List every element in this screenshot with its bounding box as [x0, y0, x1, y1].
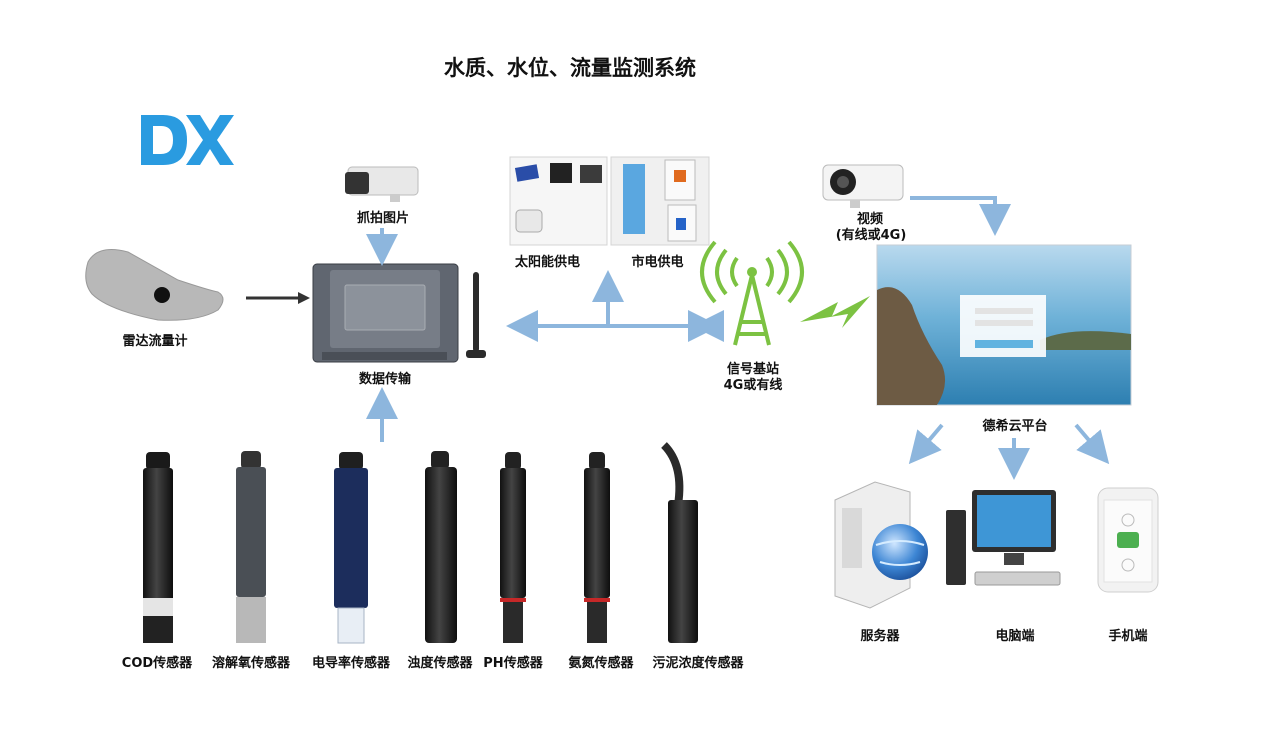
sensor-label-cod: COD传感器: [121, 656, 193, 671]
cod-sensor-icon: [143, 452, 173, 643]
radar-link: [246, 292, 310, 304]
radar-label: 雷达流量计: [122, 334, 188, 349]
signal-tower-icon: [700, 240, 804, 346]
ph-sensor-icon: [500, 452, 526, 643]
mains-power-photo: [610, 156, 710, 246]
tower-label-line1: 信号基站: [726, 362, 779, 377]
pc-icon: [946, 490, 1061, 586]
connection-lines: [366, 196, 1110, 480]
rtu-label: 数据传输: [358, 372, 411, 387]
capture-label: 抓拍图片: [356, 211, 409, 226]
sensor-label-turbidity: 浊度传感器: [407, 656, 473, 671]
radar-flowmeter-icon: [85, 249, 224, 321]
ammonia-sensor-icon: [584, 452, 610, 643]
rtu-device-icon: [312, 263, 486, 363]
mains-label: 市电供电: [631, 255, 684, 270]
solar-label: 太阳能供电: [514, 255, 580, 270]
sensor-label-do: 溶解氧传感器: [211, 656, 290, 671]
server-label: 服务器: [860, 629, 900, 644]
phone-label: 手机端: [1108, 629, 1148, 644]
video-camera-icon: [822, 164, 904, 208]
turbidity-sensor-icon: [425, 451, 457, 643]
dx-logo: [141, 115, 234, 165]
cloud-label: 德希云平台: [982, 419, 1048, 434]
capture-camera-icon: [345, 166, 419, 202]
conductivity-sensor-icon: [334, 452, 368, 644]
sludge-concentration-sensor-icon: [661, 442, 698, 643]
server-icon: [834, 481, 928, 609]
video-label-line1: 视频: [856, 212, 883, 227]
sensor-label-ammonia: 氨氮传感器: [568, 656, 634, 671]
sensor-label-ph: PH传感器: [483, 656, 543, 671]
sensor-label-sludge: 污泥浓度传感器: [652, 656, 744, 671]
tower-label-line2: 4G或有线: [723, 378, 783, 393]
video-label-line2: (有线或4G): [835, 228, 907, 243]
pc-label: 电脑端: [995, 629, 1035, 644]
diagram-title: 水质、水位、流量监测系统: [444, 56, 696, 80]
dissolved-oxygen-sensor-icon: [236, 451, 266, 643]
cloud-platform-screen: [876, 244, 1132, 406]
sensor-label-conductivity: 电导率传感器: [311, 656, 390, 671]
wireless-zigzag: [800, 296, 870, 328]
solar-power-photo: [509, 156, 608, 246]
phone-icon: [1097, 487, 1159, 593]
